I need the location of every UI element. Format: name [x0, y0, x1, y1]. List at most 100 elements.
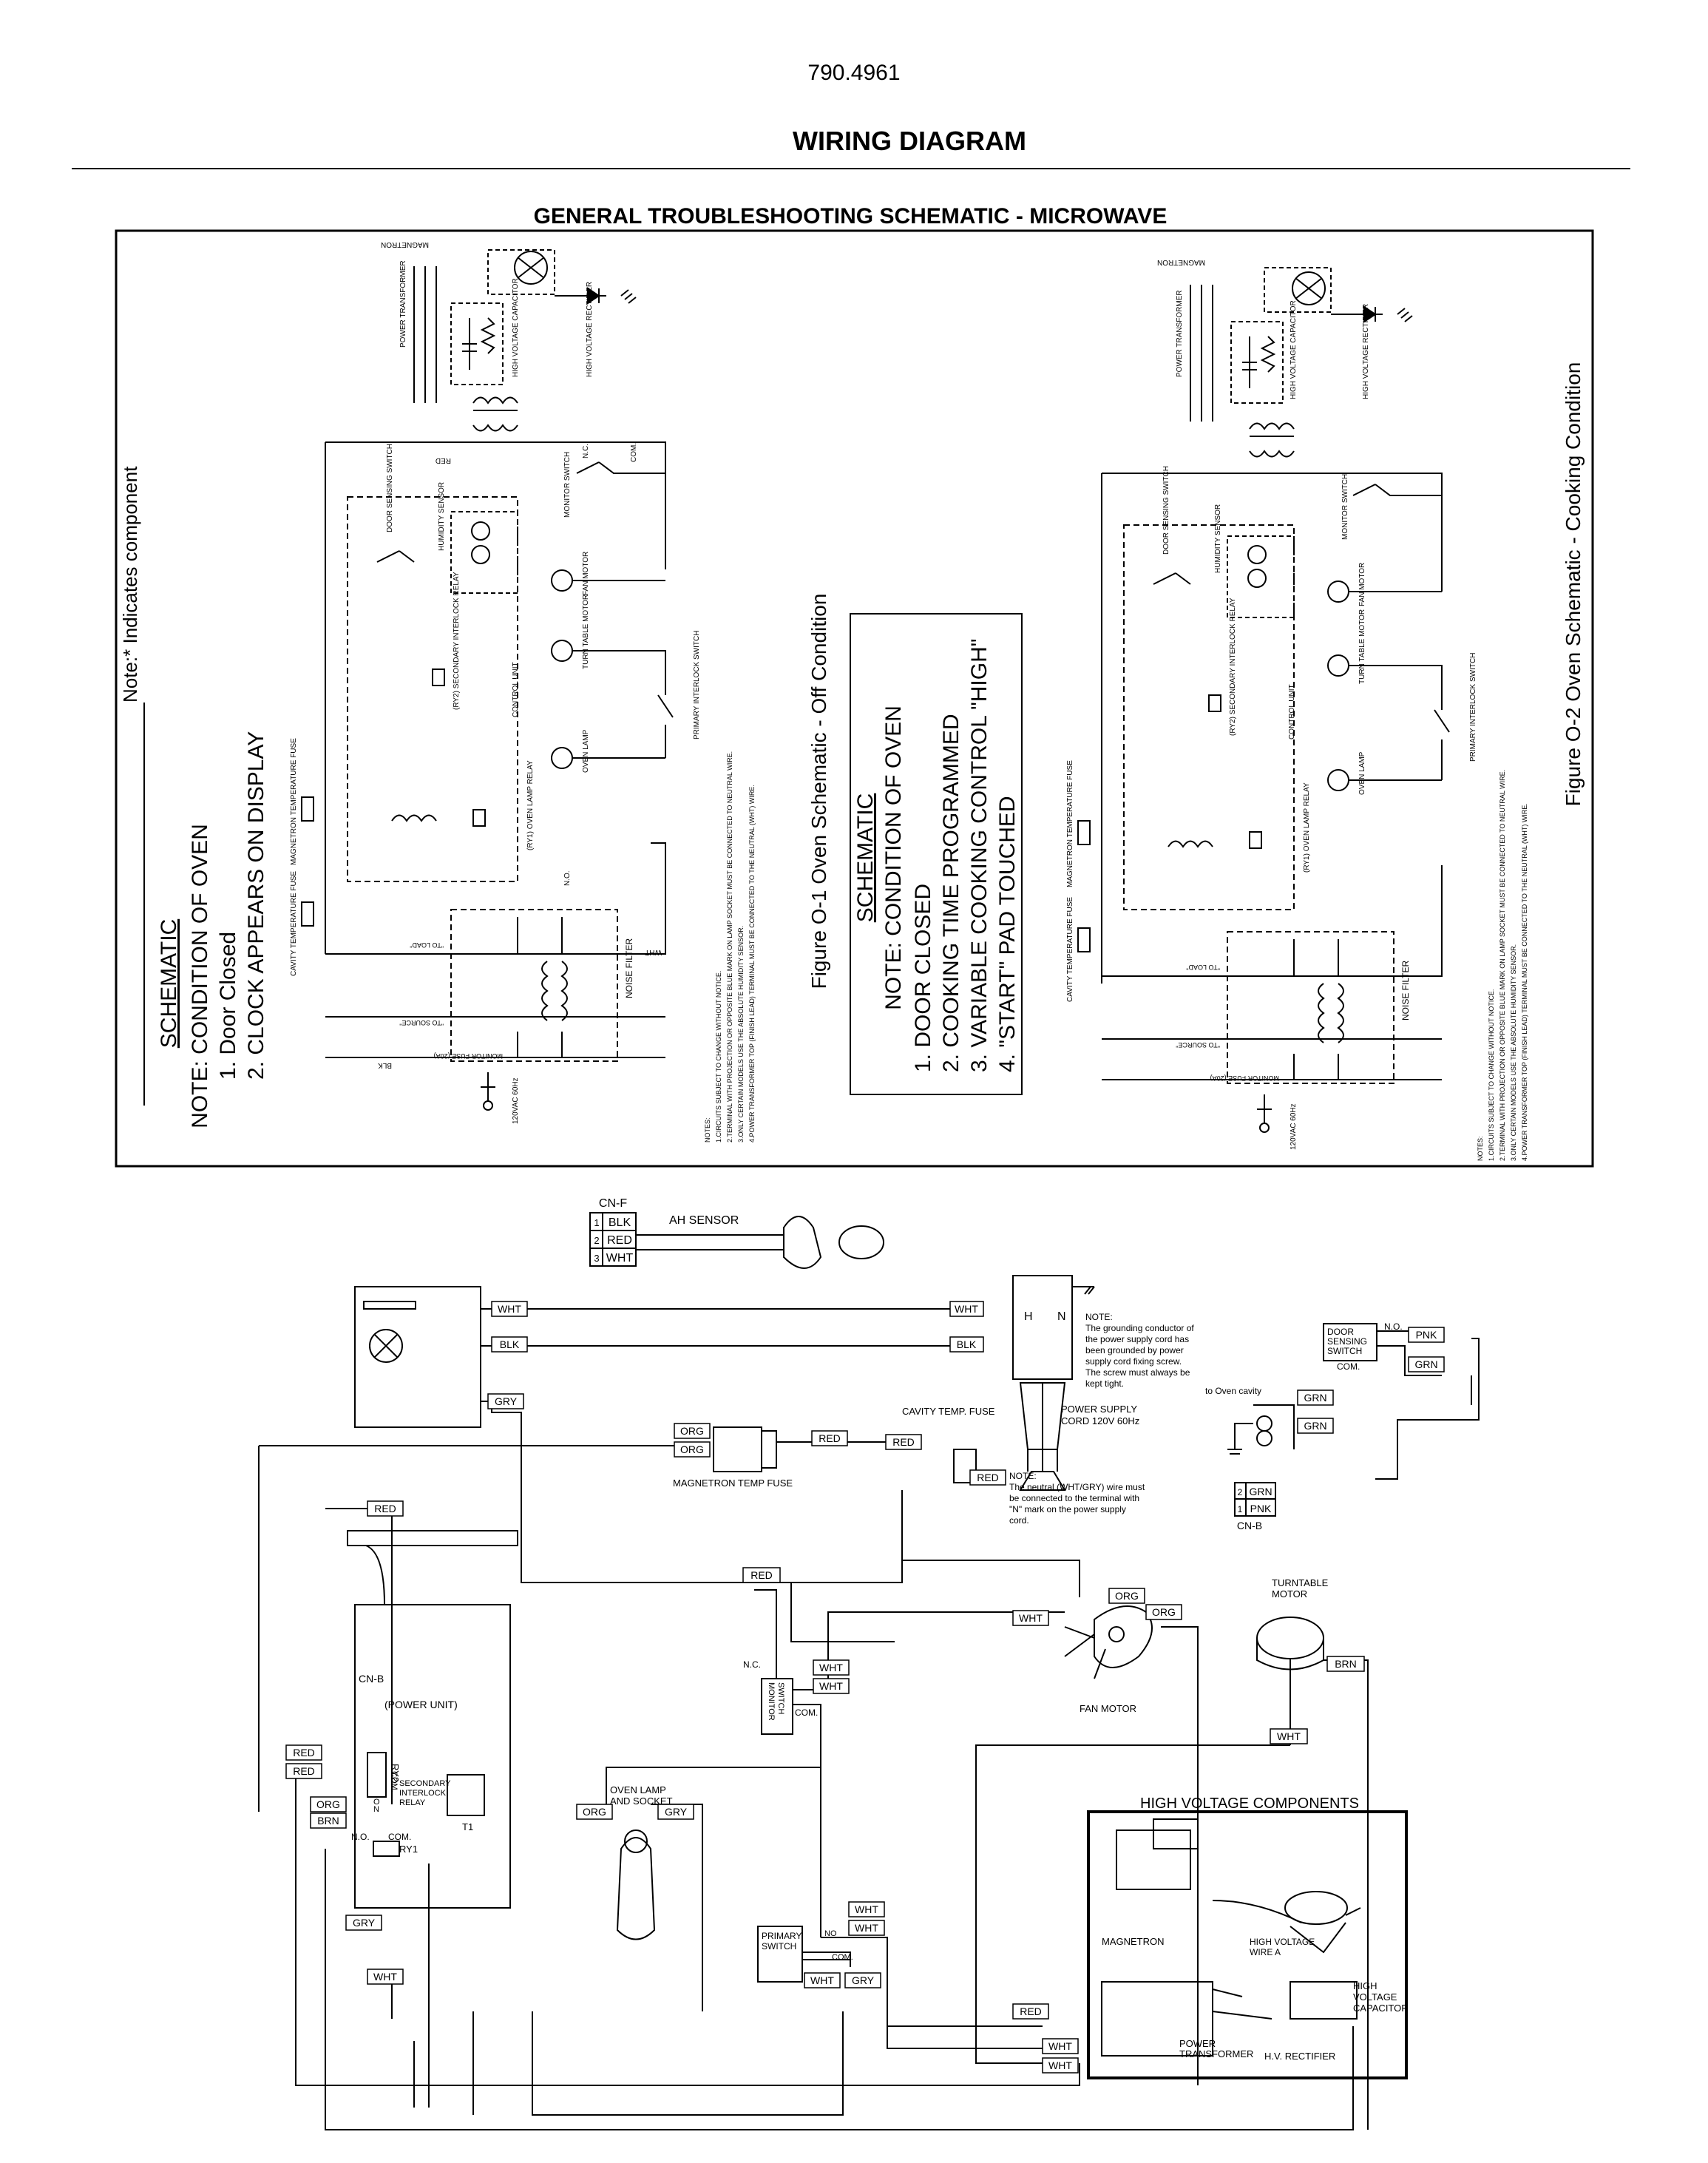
wire-label: GRY — [495, 1395, 518, 1407]
power-unit-cnb: CN-B — [359, 1673, 384, 1685]
r-hv-rectifier-label: HIGH VOLTAGE RECTIFIER — [1362, 304, 1370, 399]
primary-switch-label: PRIMARY INTERLOCK SWITCH — [693, 631, 701, 739]
left-condition-2: 2. CLOCK APPEARS ON DISPLAY — [244, 731, 268, 1080]
monitor-switch-label: MONITOR SWITCH — [563, 452, 572, 518]
right-notes: SCHEMATIC NOTE: CONDITION OF OVEN 1. DOO… — [853, 639, 1020, 1072]
r-to-load-label: "TO LOAD" — [1186, 964, 1220, 971]
r-humidity-sensor-label: HUMIDITY SENSOR — [1214, 504, 1222, 573]
left-condition-1: 1. Door Closed — [216, 932, 240, 1080]
figure-o2-caption: Figure O-2 Oven Schematic - Cooking Cond… — [1562, 362, 1585, 807]
ground-note-5: supply cord fixing screw. — [1085, 1356, 1182, 1367]
right-notes-box — [850, 613, 1023, 1095]
r-oven-lamp-relay-label: (RY1) OVEN LAMP RELAY — [1303, 782, 1311, 873]
neutral-note-4: "N" mark on the power supply — [1009, 1504, 1126, 1514]
cavity-fuse-label: CAVITY TEMPERATURE FUSE — [290, 871, 298, 976]
section-title: GENERAL TROUBLESHOOTING SCHEMATIC - MICR… — [534, 204, 1168, 229]
hv-magnetron-label: MAGNETRON — [1102, 1936, 1165, 1947]
r-secondary-relay-label: (RY2) SECONDARY INTERLOCK RELAY — [1229, 598, 1237, 736]
wire-label: BRN — [317, 1815, 339, 1827]
doc-number: 790.4961 — [807, 61, 900, 85]
r-power-transformer-label: POWER TRANSFORMER — [1176, 290, 1184, 377]
cnb-connector: 2 GRN 1 PNK CN-B — [1237, 1486, 1272, 1531]
r-hv-capacitor-label: HIGH VOLTAGE CAPACITOR — [1290, 300, 1298, 399]
wire-label: ORG — [1152, 1606, 1176, 1618]
wire-label: WHT — [373, 1971, 397, 1983]
cnf-pin-num: 3 — [594, 1253, 599, 1264]
wire-label: ORG — [316, 1798, 340, 1810]
note-3: 3.ONLY CERTAIN MODELS USE THE ABSOLUTE H… — [737, 926, 745, 1143]
plug-h-label: H — [1024, 1310, 1033, 1323]
turntable-label-1: TURNTABLE — [1272, 1577, 1329, 1588]
wire-label: WHT — [855, 1903, 878, 1915]
right-schematic-heading: SCHEMATIC — [853, 793, 878, 922]
hv-capacitor-label: HIGH VOLTAGE CAPACITOR — [512, 278, 520, 377]
neutral-note-1: NOTE: — [1009, 1471, 1037, 1481]
control-unit-label: CONTROL UNIT — [512, 662, 520, 717]
wire-label: RED — [750, 1569, 773, 1581]
power-transformer-label-1: POWER — [1179, 2038, 1216, 2049]
magnetron-fuse-label: MAGNETRON TEMPERATURE FUSE — [290, 738, 298, 865]
left-schematic-heading: SCHEMATIC — [157, 919, 181, 1048]
r-magnetron-label: MAGNETRON — [1157, 258, 1205, 266]
t1-label: T1 — [462, 1821, 473, 1832]
door-sensing-switch-label: DOOR SENSING SWITCH — [386, 444, 394, 532]
cnf-pin-color: BLK — [609, 1216, 631, 1229]
ah-sensor-label: AH SENSOR — [669, 1214, 739, 1227]
wire-label: WHT — [1048, 2040, 1072, 2052]
r-cavity-fuse-label: CAVITY TEMPERATURE FUSE — [1066, 897, 1074, 1002]
wire-label: WHT — [819, 1680, 843, 1692]
door-sensing-label-1: DOOR — [1327, 1327, 1354, 1337]
primary-switch-label-2: SWITCH — [762, 1941, 796, 1952]
figure-o1-caption: Figure O-1 Oven Schematic - Off Conditio… — [807, 594, 830, 989]
r-magnetron-fuse-label: MAGNETRON TEMPERATURE FUSE — [1066, 760, 1074, 887]
power-transformer-label-2: TRANSFORMER — [1179, 2048, 1253, 2059]
note-1: 1.CIRCUITS SUBJECT TO CHANGE WITHOUT NOT… — [715, 971, 722, 1143]
contact-nc: N.C. — [582, 444, 590, 458]
secondary-relay-label-2: INTERLOCK — [399, 1789, 447, 1798]
wiring-component-labels: H N NOTE: The grounding conductor of the… — [351, 1310, 1409, 2062]
wire-label: WHT — [1277, 1730, 1301, 1742]
hv-rectifier-label: H.V. RECTIFIER — [1264, 2051, 1335, 2062]
cnf-connector: CN-F 1 BLK 2 RED 3 WHT AH SENSOR — [594, 1197, 739, 1265]
wire-label: RED — [374, 1503, 396, 1514]
wiring-diagram — [258, 1212, 1480, 2130]
wire-label: WHT — [819, 1662, 843, 1673]
ground-note-7: kept tight. — [1085, 1378, 1124, 1389]
wire-label: BLK — [500, 1338, 520, 1350]
r-monitor-fuse-label: MONITOR FUSE (20A) — [1210, 1074, 1279, 1082]
monitor-switch-label-1: MONITOR — [767, 1682, 776, 1721]
right-note-condition: NOTE: CONDITION OF OVEN — [881, 705, 906, 1010]
r-to-source-label: "TO SOURCE" — [1176, 1041, 1220, 1049]
wire-label: GRN — [1414, 1358, 1437, 1370]
hv-wire-label-2: WIRE A — [1250, 1947, 1281, 1957]
left-notes: Note:* Indicates component SCHEMATIC NOT… — [119, 466, 268, 1128]
monitor-switch-label-2: SWITCH — [776, 1682, 785, 1714]
ry1-no: N.O. — [351, 1832, 370, 1842]
wire-label: ORG — [680, 1425, 704, 1437]
wire-labels: WHT BLK GRY WHT BLK ORG ORG RED RED RED … — [293, 1303, 1437, 2071]
door-switch-com: COM. — [1337, 1361, 1360, 1372]
cnf-pin-num: 2 — [594, 1235, 599, 1246]
left-schematic-labels: MAGNETRON POWER TRANSFORMER HIGH VOLTAGE… — [290, 240, 756, 1143]
primary-switch-com: COM. — [832, 1953, 853, 1962]
ry1-label: RY1 — [399, 1844, 418, 1855]
wire-label: GRN — [1304, 1392, 1326, 1404]
ground-note-2: The grounding conductor of — [1085, 1323, 1194, 1333]
notes-title: NOTES: — [704, 1117, 711, 1143]
wire-label: RED — [293, 1747, 315, 1759]
ground-note-4: been grounded by power — [1085, 1345, 1184, 1355]
fan-motor-label: FAN MOTOR — [1080, 1703, 1136, 1714]
turntable-motor-label: TURN TABLE MOTOR — [582, 595, 590, 669]
note-4: 4.POWER TRANSFORMER TOP (FINISH LEAD) TE… — [748, 785, 756, 1143]
cnb-pin-color: PNK — [1250, 1503, 1272, 1514]
contact-no: N.O. — [563, 870, 572, 886]
door-sensing-label-3: SWITCH — [1327, 1346, 1362, 1356]
cnb-label: CN-B — [1237, 1520, 1262, 1531]
wire-label: GRN — [1304, 1420, 1326, 1432]
cnb-pin-num: 1 — [1238, 1504, 1243, 1514]
cnf-pin-color: WHT — [606, 1252, 634, 1265]
magnetron-label: MAGNETRON — [381, 240, 429, 248]
right-condition-3: 3. VARIABLE COOKING CONTROL "HIGH" — [967, 639, 992, 1072]
